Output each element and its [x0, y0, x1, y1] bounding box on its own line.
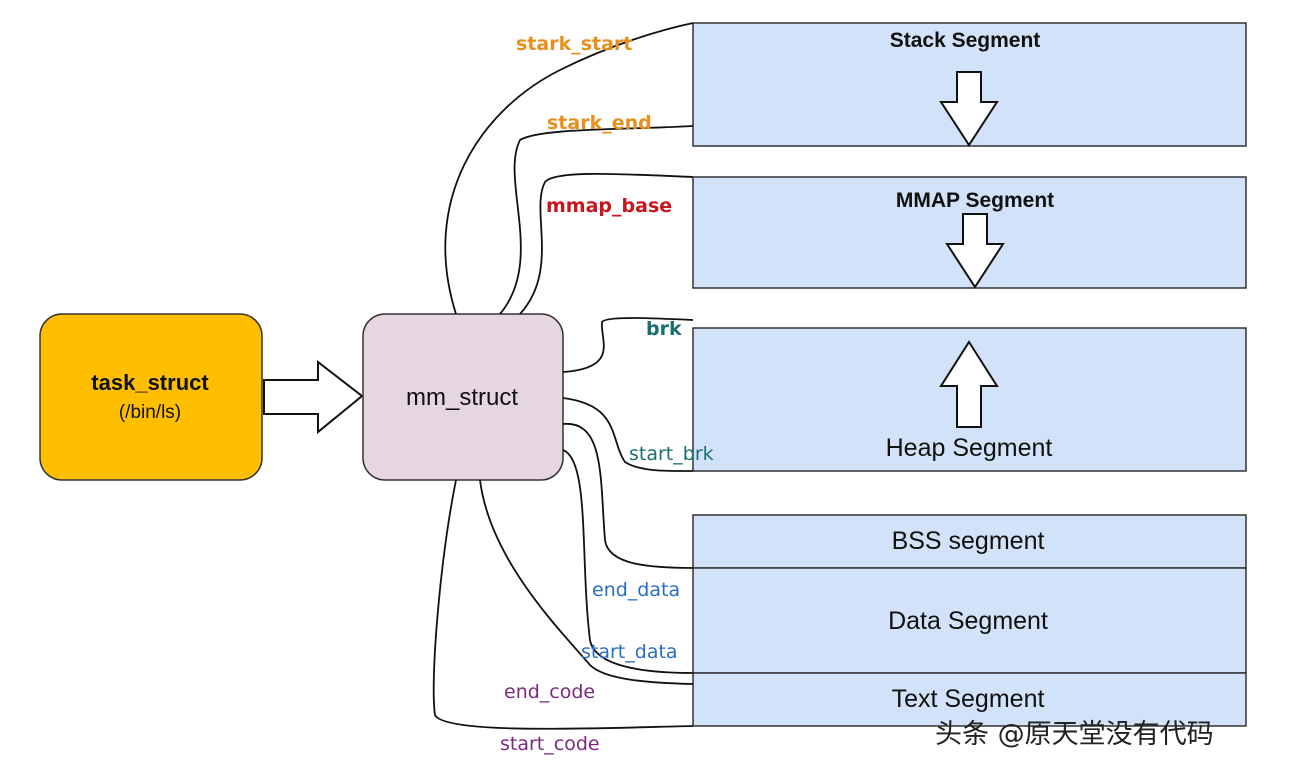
wire-stark-end	[499, 125, 694, 315]
watermark: 头条 @原天堂没有代码	[935, 719, 1214, 750]
mmap-grow-down-icon	[945, 213, 1005, 289]
bss-segment-label: BSS segment	[892, 527, 1045, 555]
pointer-labels: stark_start stark_end mmap_base brk star…	[500, 33, 714, 755]
wire-start-code	[432, 479, 694, 730]
label-start-code: start_code	[500, 733, 600, 755]
wire-end-data	[562, 423, 694, 569]
text-segment: Text Segment	[692, 672, 1247, 727]
task-to-mm-arrow	[263, 359, 364, 435]
heap-segment-label: Heap Segment	[886, 434, 1053, 462]
stack-segment: Stack Segment	[692, 22, 1247, 147]
mm-struct-node: mm_struct	[362, 313, 564, 481]
label-stark-end: stark_end	[547, 112, 652, 134]
bss-segment: BSS segment	[692, 514, 1247, 569]
text-segment-label: Text Segment	[892, 685, 1045, 713]
label-stark-start: stark_start	[516, 33, 632, 55]
bss-segment-box	[692, 514, 1247, 569]
wire-brk	[562, 317, 694, 373]
task-struct-title: task_struct	[91, 370, 209, 395]
label-mmap-base: mmap_base	[546, 195, 672, 217]
task-struct-subtitle: (/bin/ls)	[119, 402, 181, 423]
mm-struct-box	[362, 313, 564, 481]
mmap-segment-label: MMAP Segment	[896, 189, 1054, 212]
label-brk: brk	[646, 318, 682, 340]
wire-start-data	[562, 449, 694, 674]
heap-grow-up-icon	[939, 340, 999, 428]
mmap-segment: MMAP Segment	[692, 176, 1247, 289]
data-segment: Data Segment	[692, 567, 1247, 674]
wire-mmap-base	[519, 172, 694, 315]
label-start-data: start_data	[581, 641, 678, 663]
wire-start-brk	[562, 397, 694, 472]
data-segment-label: Data Segment	[888, 607, 1048, 635]
stack-segment-label: Stack Segment	[890, 29, 1041, 52]
label-end-data: end_data	[592, 579, 680, 601]
wire-end-code	[479, 479, 694, 685]
wire-stark-start	[444, 22, 694, 315]
stack-grow-down-icon	[939, 71, 999, 147]
data-segment-box	[692, 567, 1247, 674]
mm-struct-label: mm_struct	[406, 384, 518, 411]
label-start-brk: start_brk	[629, 443, 714, 465]
task-struct-node: task_struct (/bin/ls)	[39, 313, 263, 481]
heap-segment: Heap Segment	[692, 327, 1247, 472]
text-segment-box	[692, 672, 1247, 727]
pointer-wires	[432, 22, 694, 730]
task-struct-box	[39, 313, 263, 481]
label-end-code: end_code	[504, 681, 595, 703]
